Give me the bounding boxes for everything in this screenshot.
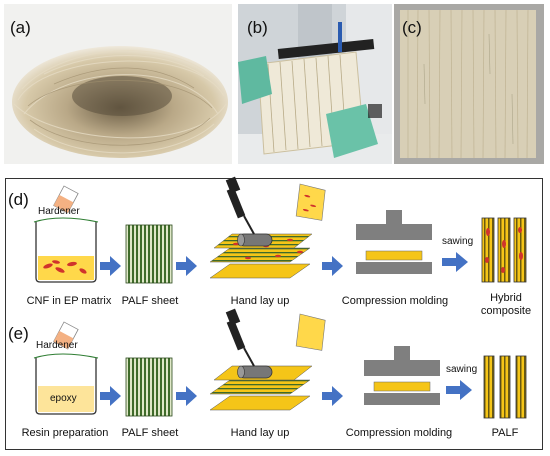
beaker-text-e: epoxy: [50, 393, 77, 404]
compression-mold-e: [364, 346, 440, 405]
step-e-3: Hand lay up: [230, 427, 290, 439]
arrow-d-1: [100, 256, 121, 276]
hardener-label-d: Hardener: [38, 206, 80, 217]
hand-layup-d: [209, 176, 313, 279]
hand-layup-e: [209, 308, 313, 411]
palf-sheet-d: [125, 224, 173, 284]
arrow-e-1: [100, 386, 121, 406]
photo-palf-sheet: [394, 4, 544, 164]
process-schematic: [5, 178, 543, 450]
panel-label-c: (c): [402, 18, 422, 37]
hardener-label-e: Hardener: [36, 340, 78, 351]
sawing-label-d: sawing: [442, 236, 474, 247]
step-e-1: Resin preparation: [21, 427, 109, 439]
panel-label-d: (d): [8, 190, 29, 209]
resin-sachet-d: [295, 183, 326, 221]
hybrid-strips: [481, 217, 527, 283]
arrow-e-3: [322, 386, 343, 406]
panel-label-b: (b): [247, 18, 268, 37]
panel-label-a: (a): [10, 18, 31, 37]
photo-fiber-bundle: [4, 4, 232, 164]
palf-sheet-e: [125, 357, 173, 417]
hardener-bottle-d: [53, 185, 79, 214]
panel-label-e: (e): [8, 324, 29, 343]
beaker-cnf-ep: [33, 217, 99, 283]
arrow-d-4: [442, 252, 468, 272]
resin-sachet-e: [295, 313, 326, 351]
step-e-2: PALF sheet: [121, 427, 179, 439]
compression-mold-d: [356, 210, 432, 274]
arrow-e-4: [446, 380, 472, 400]
arrow-d-3: [322, 256, 343, 276]
arrow-d-2: [176, 256, 197, 276]
hardener-bottle-e: [53, 321, 79, 350]
photo-fiber-alignment: [238, 4, 392, 164]
beaker-epoxy: [33, 353, 99, 415]
step-d-3: Hand lay up: [230, 295, 290, 307]
product-e: PALF: [491, 427, 519, 439]
product-d: Hybrid composite: [480, 292, 532, 317]
palf-strips: [483, 355, 527, 419]
step-d-2: PALF sheet: [121, 295, 179, 307]
step-d-1: CNF in EP matrix: [26, 295, 112, 307]
arrow-e-2: [176, 386, 197, 406]
sawing-label-e: sawing: [446, 364, 478, 375]
step-d-4: Compression molding: [341, 295, 449, 307]
step-e-4: Compression molding: [345, 427, 453, 439]
